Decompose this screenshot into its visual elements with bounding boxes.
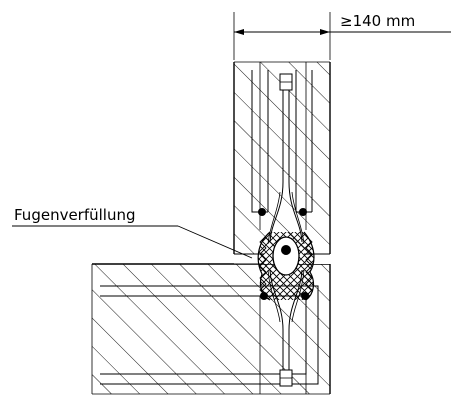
callout-label: Fugenverfüllung xyxy=(14,206,136,224)
vertical-wall xyxy=(233,61,331,254)
wire-rope xyxy=(267,73,305,387)
dimension-line xyxy=(233,12,451,60)
rebar-dots xyxy=(258,208,309,300)
callout-leader xyxy=(12,225,253,259)
central-connector xyxy=(272,236,300,276)
dimension-label: ≥140 mm xyxy=(340,12,415,30)
